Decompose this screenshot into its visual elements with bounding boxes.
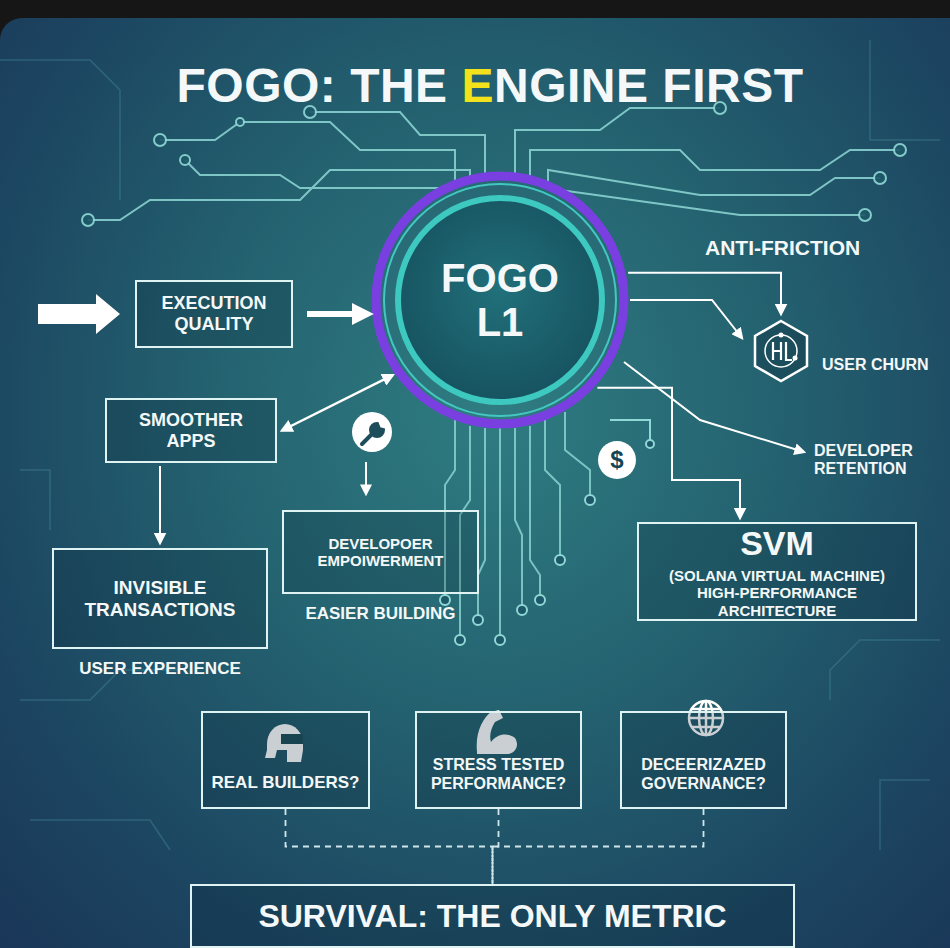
- arrow-connector: [159, 466, 161, 543]
- currency-symbol: $: [597, 446, 637, 474]
- dashed-connector: [286, 809, 493, 884]
- question-box: DECEERIZAZED GOVERNANCE?: [620, 711, 787, 809]
- node-text: STRESS TESTED PERFORMANCE?: [425, 756, 572, 793]
- question-box: STRESS TESTED PERFORMANCE?: [415, 711, 582, 809]
- node-text: SVM: [740, 524, 814, 563]
- node-text: EXECUTION QUALITY: [145, 293, 283, 334]
- dashed-connector: [493, 809, 704, 884]
- arrow-connector: [597, 388, 740, 518]
- node-text: USER CHURN: [822, 356, 929, 374]
- node-text: REAL BUILDERS?: [212, 773, 360, 793]
- node-subtext: (SOLANA VIRTUAL MACHINE): [669, 567, 885, 584]
- node-text: SURVIVAL: THE ONLY METRIC: [258, 898, 726, 935]
- process-box: INVISIBLE TRANSACTIONSUSER EXPERIENCE: [52, 548, 268, 649]
- title-accent: E: [461, 59, 494, 112]
- arrow-connector: [307, 311, 365, 317]
- node-subtext: USER EXPERIENCE: [14, 659, 306, 679]
- process-box: DEVELOPOER EMPOIWERMENTEASIER BUILDING: [282, 510, 479, 594]
- info-box: SVM (SOLANA VIRTUAL MACHINE)HIGH-PERFORMA…: [637, 522, 917, 621]
- node-text: DEVELOPOER EMPOIWERMENT: [292, 535, 469, 570]
- annotation-label: ANTI-FRICTION: [705, 236, 905, 260]
- process-box: EXECUTION QUALITY: [135, 280, 293, 348]
- hexagon-icon: USER CHURN: [748, 318, 814, 384]
- process-box: SMOOTHER APPS: [105, 398, 277, 463]
- annotation-label: DEVELOPER RETENTION: [814, 442, 944, 479]
- diagram-title: FOGO: THE ENGINE FIRST: [0, 58, 950, 113]
- node-text: DECEERIZAZED GOVERNANCE?: [630, 756, 777, 793]
- hexagon-outline: [748, 318, 814, 384]
- node-text: FOGO L1: [435, 256, 565, 344]
- question-box: REAL BUILDERS?: [201, 711, 370, 809]
- banner-box: SURVIVAL: THE ONLY METRIC: [190, 884, 795, 948]
- node-text: INVISIBLE TRANSACTIONS: [62, 577, 258, 621]
- node-subtext: HIGH-PERFORMANCE ARCHITECTURE: [647, 584, 907, 619]
- node-text: SMOOTHER APPS: [115, 410, 267, 451]
- core-circle: FOGO L1: [395, 195, 605, 405]
- arrow-connector: [282, 375, 393, 430]
- arrow-connector: [628, 273, 781, 314]
- node-subtext: EASIER BUILDING: [244, 604, 517, 624]
